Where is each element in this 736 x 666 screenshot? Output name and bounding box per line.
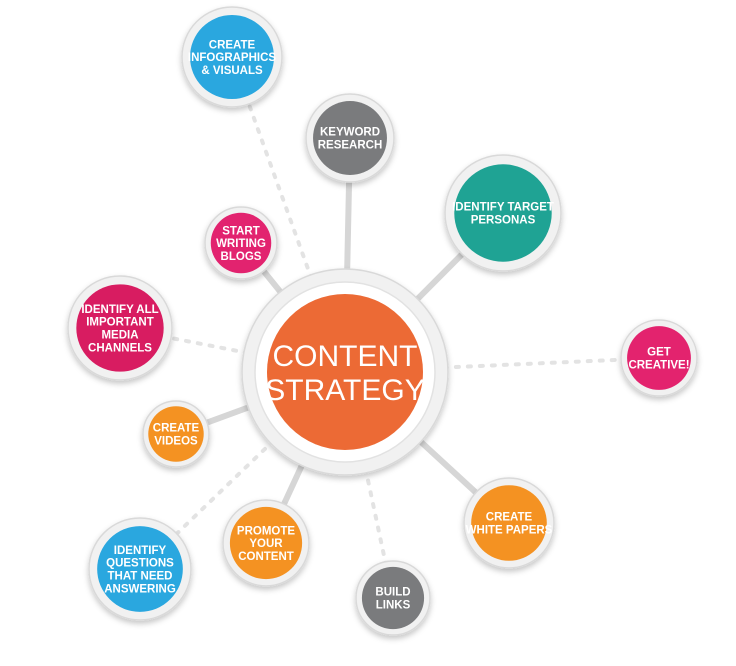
node-fill [454,164,552,262]
node-label-line: BLOGS [221,251,262,263]
node-label-line: QUESTIONS [106,558,174,570]
connector-keyword-research [344,176,353,277]
node-label-line: YOUR [249,538,283,550]
connector-build-links [363,466,388,566]
connector-create-infographics [246,100,314,281]
node-label-line: VIDEOS [154,436,198,448]
node-fill [97,526,183,612]
node-label-line: KEYWORD [320,127,380,139]
node-label-line: BUILD [375,587,410,599]
node-label-line: THAT NEED [108,571,173,583]
node-label-line: WRITING [216,238,266,250]
connector-identify-questions [173,438,276,538]
node-label-line: PROMOTE [237,525,295,537]
node-label-line: LINKS [376,600,411,612]
node-fill [361,566,425,630]
connector-get-creative [441,357,626,370]
node-label-line: CREATE [153,423,200,435]
node-fill [627,326,691,390]
node-label-line: WHITE PAPERS [466,525,553,537]
node-fill [76,284,164,372]
connector-start-writing-blogs [259,266,286,298]
node-fill [190,15,274,99]
node-label-line: GET [647,347,671,359]
node-fill [229,506,303,580]
connector-create-videos [202,403,256,427]
node-fill [210,212,272,274]
node-label-line: MEDIA [101,330,138,342]
node-label-line: IDENTIFY [114,545,167,557]
connector-layer [167,100,626,566]
node-label-line: CONTENT [273,340,418,373]
node-label-line: START [222,225,259,237]
node-label-line: & VISUALS [201,65,263,77]
center-fill [267,294,423,450]
node-label-line: CREATE [209,39,256,51]
node-label-line: CREATE [486,512,533,524]
connector-promote-your-content [280,458,307,509]
node-fill [148,406,204,462]
node-fill [313,101,387,175]
connector-create-white-papers [414,436,481,497]
connector-identify-media-channels [167,335,250,355]
node-label-line: IMPORTANT [86,317,154,329]
node-label-line: IDENTIFY TARGET [452,202,554,214]
connector-identify-target-personas [411,249,467,305]
node-label-line: STRATEGY [265,374,424,407]
node-label-line: CONTENT [238,551,294,563]
node-label-line: ANSWERING [104,583,176,595]
node-label-line: RESEARCH [318,140,383,152]
node-label-line: INFOGRAPHICS [188,52,277,64]
node-label-line: CREATIVE! [628,360,689,372]
node-fill [471,485,547,561]
node-label-line: CHANNELS [88,342,152,354]
node-label-line: IDENTIFY ALL [81,304,158,316]
node-label-line: PERSONAS [471,215,536,227]
